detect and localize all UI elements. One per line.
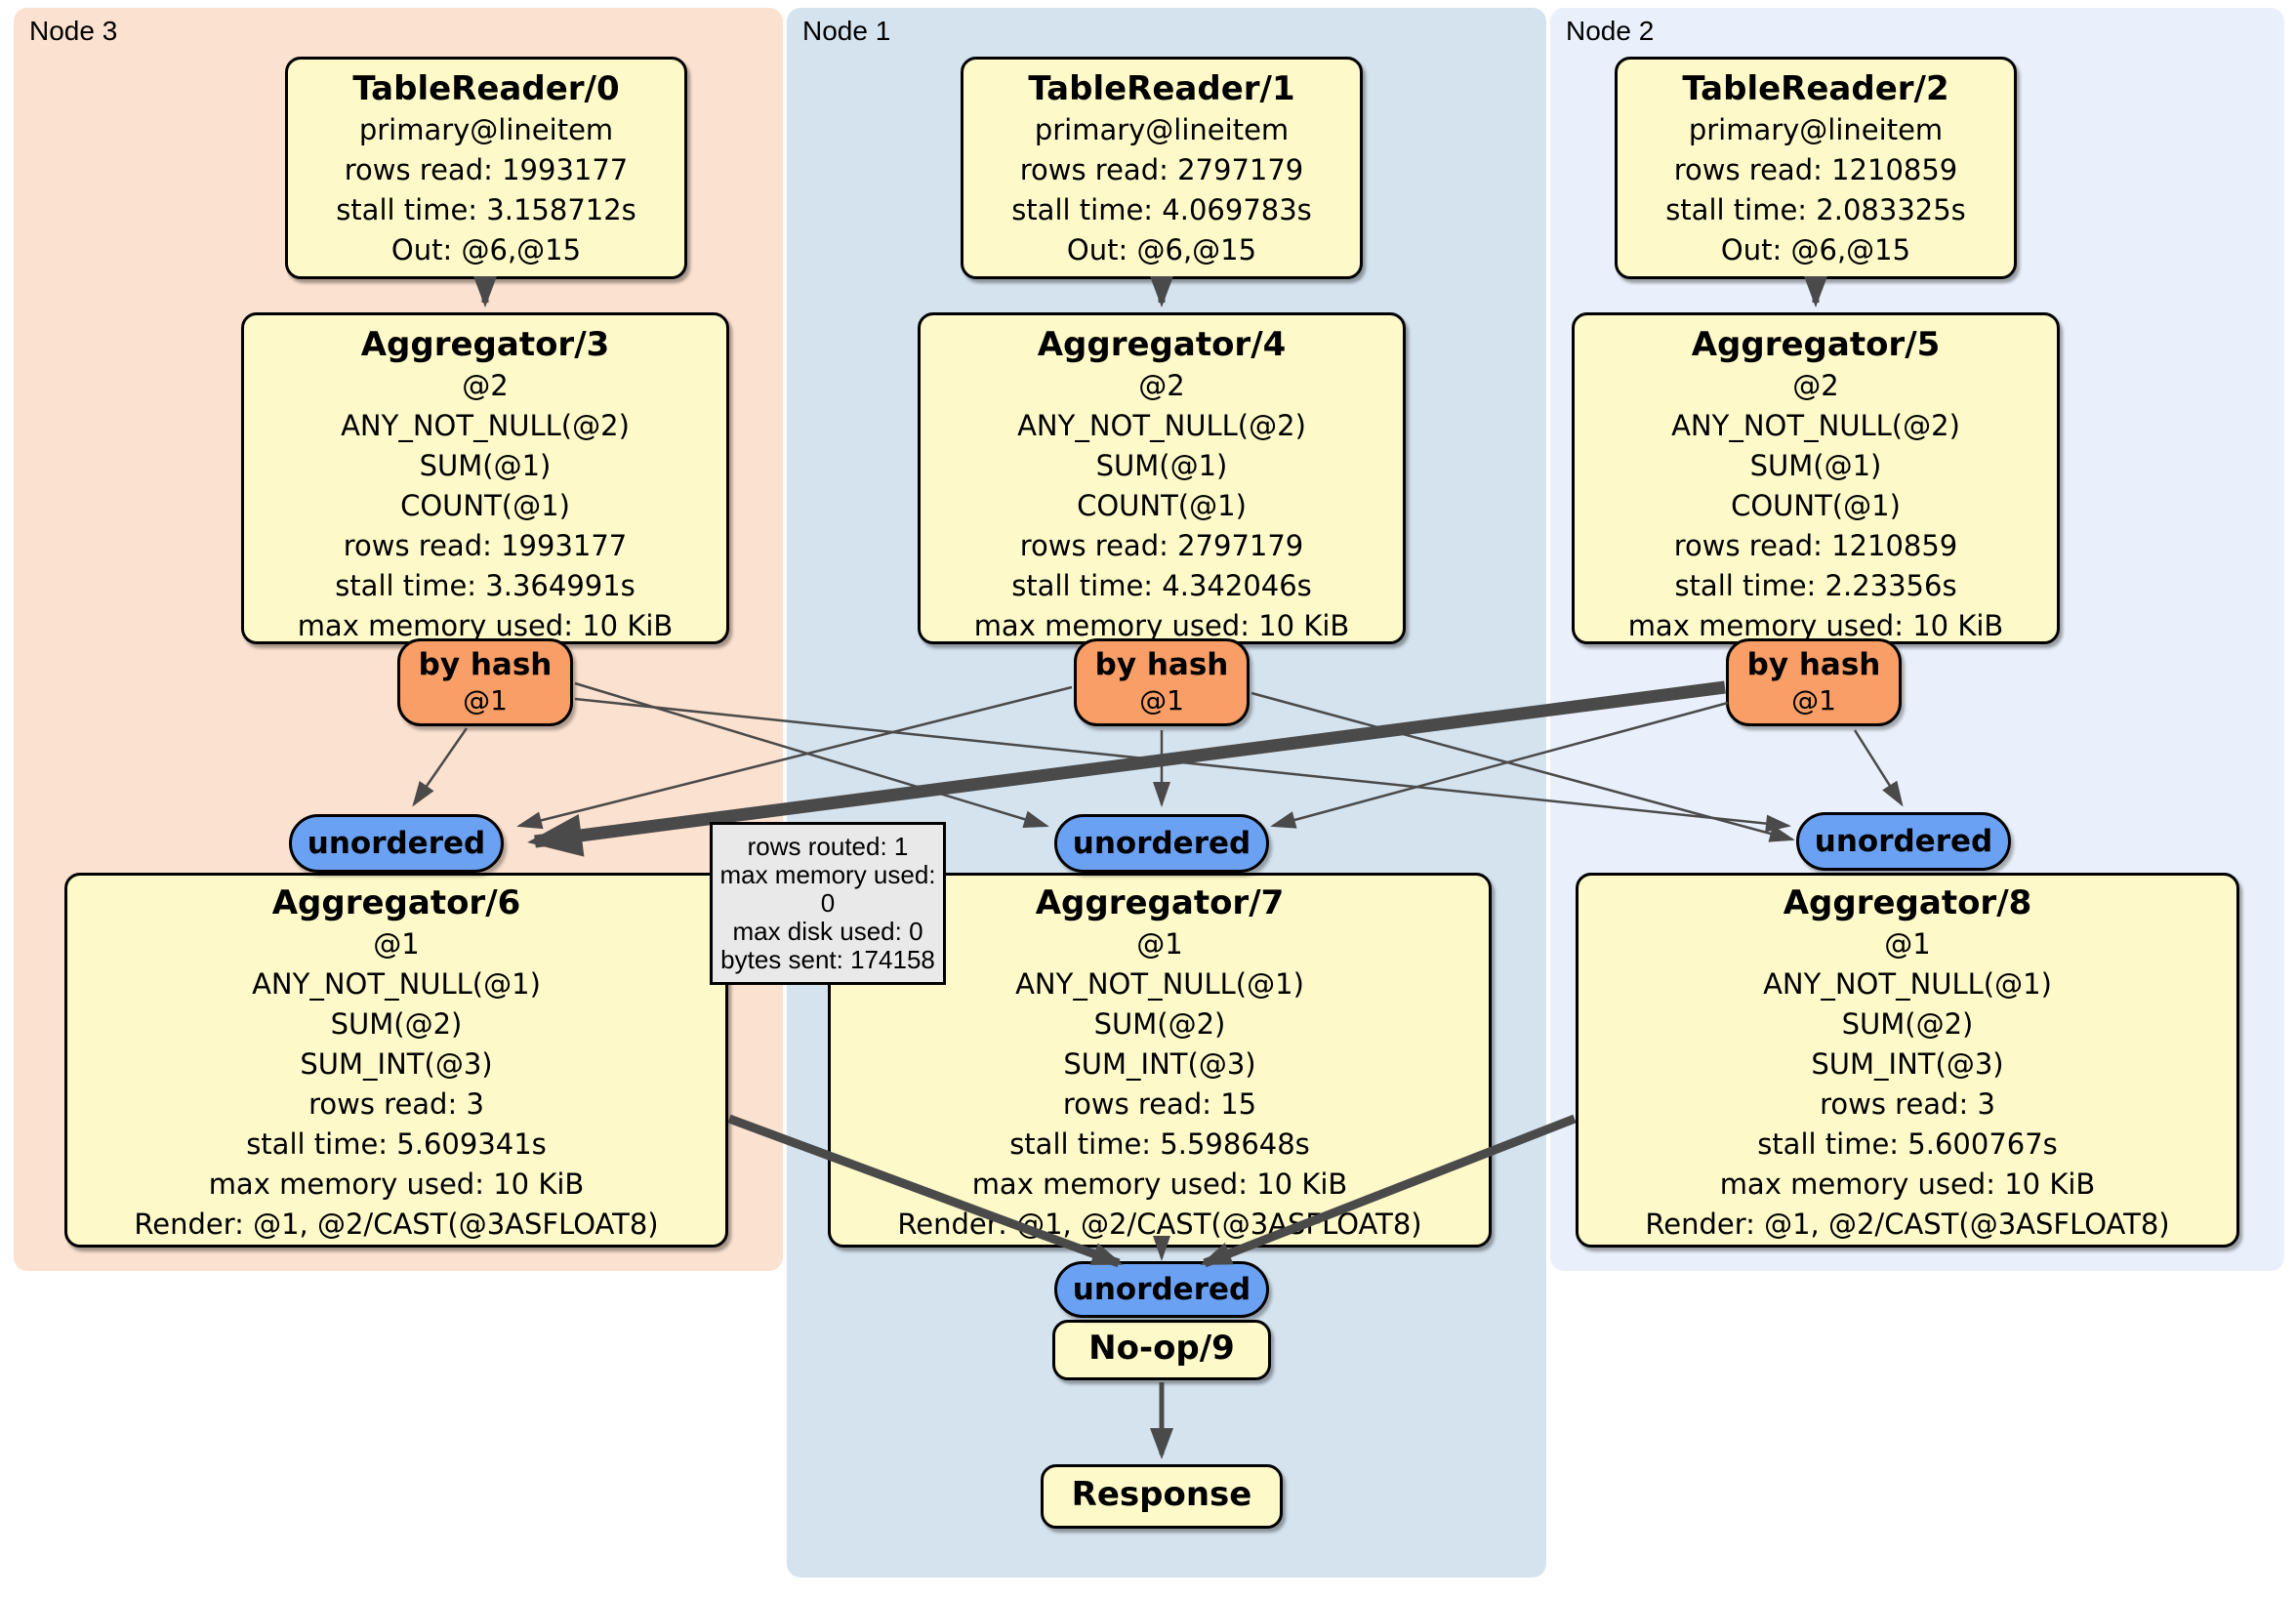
processor-detail: SUM(@2) [1841, 1007, 1974, 1041]
processor-detail: primary@lineitem [358, 113, 614, 146]
panel-node-1-label: Node 1 [802, 16, 891, 46]
processor-detail: max memory used: 10 KiB [971, 1167, 1348, 1201]
processor-detail: SUM_INT(@3) [300, 1047, 493, 1081]
panel-node-3-label: Node 3 [29, 16, 118, 46]
processor-detail: stall time: 3.364991s [335, 569, 636, 602]
processor-aggregator-5: Aggregator/5 @2 ANY_NOT_NULL(@2) SUM(@1)… [1572, 312, 2060, 644]
processor-detail: ANY_NOT_NULL(@1) [1763, 967, 2052, 1001]
processor-title: TableReader/0 [352, 69, 620, 108]
processor-detail: max memory used: 10 KiB [1627, 609, 2004, 642]
processor-detail: Out: @6,@15 [1066, 233, 1257, 266]
router-label: by hash [1746, 647, 1881, 682]
router-key: @1 [1139, 684, 1184, 717]
stream-unordered-node1: unordered [1054, 814, 1269, 873]
processor-detail: stall time: 5.598648s [1009, 1127, 1310, 1161]
processor-detail: stall time: 5.600767s [1757, 1127, 2058, 1161]
processor-detail: stall time: 5.609341s [246, 1127, 547, 1161]
processor-detail: max memory used: 10 KiB [297, 609, 674, 642]
processor-title: Aggregator/3 [360, 325, 610, 364]
processor-title: Aggregator/8 [1783, 883, 2032, 922]
processor-detail: ANY_NOT_NULL(@1) [252, 967, 541, 1001]
router-by-hash-node3: by hash @1 [397, 638, 573, 726]
processor-detail: SUM(@1) [1095, 449, 1228, 482]
processor-title: Aggregator/6 [271, 883, 521, 922]
processor-detail: stall time: 2.083325s [1665, 193, 1966, 226]
router-key: @1 [1791, 684, 1836, 717]
processor-title: Aggregator/4 [1037, 325, 1287, 364]
router-key: @1 [463, 684, 508, 717]
processor-detail: rows read: 1993177 [344, 153, 629, 186]
processor-detail: @1 [1884, 927, 1931, 961]
stream-unordered-node3: unordered [289, 814, 504, 873]
processor-detail: rows read: 1210859 [1673, 529, 1958, 562]
processor-detail: primary@lineitem [1034, 113, 1290, 146]
processor-detail: rows read: 2797179 [1019, 529, 1304, 562]
processor-detail: stall time: 4.342046s [1011, 569, 1312, 602]
processor-detail: SUM(@1) [419, 449, 552, 482]
processor-detail: SUM(@2) [330, 1007, 463, 1041]
processor-detail: SUM_INT(@3) [1063, 1047, 1256, 1081]
tooltip-line: max memory used: 0 [719, 860, 936, 918]
router-by-hash-node1: by hash @1 [1074, 638, 1250, 726]
processor-detail: Render: @1, @2/CAST(@3ASFLOAT8) [1645, 1208, 2170, 1241]
processor-title: No-op/9 [1088, 1329, 1235, 1368]
processor-title: TableReader/1 [1028, 69, 1295, 108]
processor-tablereader-1: TableReader/1 primary@lineitem rows read… [961, 57, 1363, 279]
processor-detail: ANY_NOT_NULL(@2) [341, 409, 630, 442]
processor-detail: Render: @1, @2/CAST(@3ASFLOAT8) [897, 1208, 1422, 1241]
processor-detail: stall time: 2.23356s [1674, 569, 1957, 602]
processor-detail: SUM_INT(@3) [1811, 1047, 2004, 1081]
processor-detail: ANY_NOT_NULL(@2) [1671, 409, 1960, 442]
processor-tablereader-2: TableReader/2 primary@lineitem rows read… [1615, 57, 2017, 279]
processor-detail: rows read: 2797179 [1019, 153, 1304, 186]
processor-detail: ANY_NOT_NULL(@2) [1017, 409, 1306, 442]
processor-detail: Out: @6,@15 [390, 233, 582, 266]
processor-detail: @2 [1138, 369, 1185, 402]
processor-title: Response [1071, 1475, 1252, 1514]
processor-detail: primary@lineitem [1688, 113, 1944, 146]
processor-detail: rows read: 3 [308, 1087, 484, 1121]
processor-detail: COUNT(@1) [1077, 489, 1247, 522]
processor-detail: max memory used: 10 KiB [973, 609, 1350, 642]
processor-title: TableReader/2 [1682, 69, 1949, 108]
processor-detail: rows read: 1210859 [1673, 153, 1958, 186]
edge-stats-tooltip: rows routed: 1 max memory used: 0 max di… [710, 822, 946, 985]
processor-aggregator-8: Aggregator/8 @1 ANY_NOT_NULL(@1) SUM(@2)… [1576, 873, 2239, 1248]
processor-noop-9: No-op/9 [1052, 1320, 1271, 1380]
processor-detail: @2 [462, 369, 509, 402]
tooltip-line: rows routed: 1 [747, 832, 909, 861]
processor-aggregator-4: Aggregator/4 @2 ANY_NOT_NULL(@2) SUM(@1)… [918, 312, 1406, 644]
processor-detail: ANY_NOT_NULL(@1) [1015, 967, 1304, 1001]
processor-detail: Render: @1, @2/CAST(@3ASFLOAT8) [134, 1208, 659, 1241]
processor-detail: rows read: 15 [1062, 1087, 1257, 1121]
processor-tablereader-0: TableReader/0 primary@lineitem rows read… [285, 57, 687, 279]
processor-detail: stall time: 3.158712s [336, 193, 636, 226]
processor-title: Aggregator/7 [1035, 883, 1285, 922]
stream-unordered-final: unordered [1054, 1261, 1269, 1318]
processor-detail: max memory used: 10 KiB [1719, 1167, 2096, 1201]
processor-detail: SUM(@2) [1093, 1007, 1226, 1041]
stream-unordered-node2: unordered [1796, 812, 2011, 871]
processor-detail: @1 [373, 927, 420, 961]
processor-detail: SUM(@1) [1749, 449, 1882, 482]
panel-node-2-label: Node 2 [1566, 16, 1655, 46]
tooltip-line: max disk used: 0 [732, 917, 923, 946]
processor-title: Aggregator/5 [1691, 325, 1941, 364]
processor-detail: rows read: 3 [1820, 1087, 1995, 1121]
router-by-hash-node2: by hash @1 [1726, 638, 1902, 726]
tooltip-line: bytes sent: 174158 [720, 945, 935, 974]
processor-detail: @1 [1136, 927, 1183, 961]
processor-detail: stall time: 4.069783s [1011, 193, 1312, 226]
processor-detail: COUNT(@1) [1731, 489, 1901, 522]
processor-detail: COUNT(@1) [400, 489, 570, 522]
processor-aggregator-3: Aggregator/3 @2 ANY_NOT_NULL(@2) SUM(@1)… [241, 312, 729, 644]
processor-aggregator-6: Aggregator/6 @1 ANY_NOT_NULL(@1) SUM(@2)… [64, 873, 728, 1248]
processor-detail: Out: @6,@15 [1720, 233, 1911, 266]
processor-detail: rows read: 1993177 [343, 529, 628, 562]
processor-detail: @2 [1792, 369, 1839, 402]
router-label: by hash [418, 647, 553, 682]
processor-response: Response [1041, 1464, 1283, 1529]
router-label: by hash [1094, 647, 1229, 682]
processor-detail: max memory used: 10 KiB [208, 1167, 585, 1201]
